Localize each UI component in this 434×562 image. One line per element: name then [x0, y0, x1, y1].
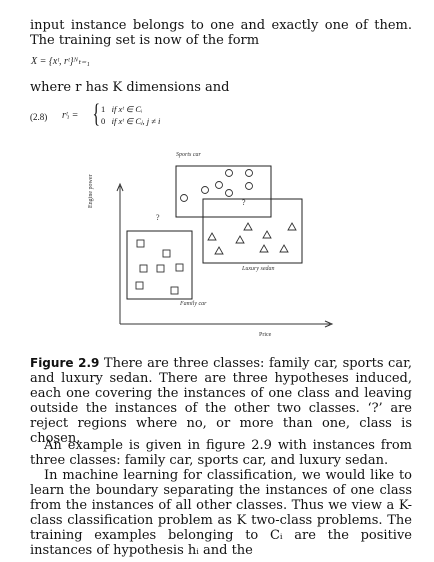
training-set-formula: X = {xᵗ, rᵗ}ᴺₜ₌₁	[31, 56, 90, 67]
luxury-sedan-point	[235, 235, 245, 244]
sports-car-point	[180, 194, 188, 202]
sports-car-point	[245, 182, 253, 190]
luxury-sedan-label: Luxury sedan	[242, 266, 275, 272]
family-car-point	[136, 239, 145, 248]
family-car-point	[139, 264, 148, 273]
family-car-point	[135, 281, 144, 290]
case2-condition: if xᵗ ∈ Cⱼ, j ≠ i	[111, 116, 161, 126]
caption-label: Figure 2.9	[30, 356, 100, 370]
family-car-point	[170, 286, 179, 295]
body-paragraph-1: An example is given in figure 2.9 with i…	[30, 438, 412, 468]
sports-car-point	[225, 169, 233, 177]
luxury-sedan-point	[279, 244, 289, 253]
x-axis-arrow	[324, 320, 334, 328]
luxury-sedan-point	[207, 232, 217, 241]
luxury-sedan-rectangle	[202, 198, 303, 264]
luxury-sedan-point	[214, 246, 224, 255]
axes	[116, 182, 334, 328]
equation-case-2: 0 if xᵗ ∈ Cⱼ, j ≠ i	[101, 116, 160, 127]
reject-region-mark: ?	[156, 213, 160, 222]
sports-car-instances	[180, 169, 253, 202]
luxury-sedan-point	[243, 222, 253, 231]
family-car-point	[156, 264, 165, 273]
case1-condition: if xᵗ ∈ Cᵢ	[111, 104, 143, 114]
case2-value: 0	[101, 116, 106, 126]
family-car-point	[162, 249, 171, 258]
family-car-rectangle	[126, 230, 193, 300]
sports-car-rectangle	[175, 165, 272, 218]
family-car-instances	[135, 239, 184, 295]
luxury-sedan-instances	[207, 222, 297, 255]
equation-lhs: rᵗᵢ =	[62, 110, 79, 121]
y-axis-label: Engine power	[88, 174, 94, 209]
sports-car-point	[201, 186, 209, 194]
figure-caption: Figure 2.9 There are three classes: fami…	[30, 356, 412, 446]
body-paragraph-2: In machine learning for classification, …	[30, 468, 412, 558]
sports-car-point	[225, 189, 233, 197]
caption-body: There are three classes: family car, spo…	[30, 356, 413, 446]
case1-value: 1	[101, 104, 106, 114]
sports-car-point	[245, 169, 253, 177]
luxury-sedan-point	[287, 222, 297, 231]
intro-paragraph: input instance belongs to one and exactl…	[30, 18, 412, 48]
equation-number: (2.8)	[30, 112, 48, 122]
reject-region-mark-overlap: ?	[242, 198, 246, 207]
sports-car-label: Sports car	[176, 152, 201, 158]
y-axis-arrow	[116, 182, 124, 192]
where-line: where r has K dimensions and	[30, 80, 230, 95]
luxury-sedan-point	[259, 244, 269, 253]
sports-car-point	[215, 181, 223, 189]
family-car-point	[175, 263, 184, 272]
family-car-label: Family car	[180, 301, 207, 307]
equation-case-1: 1 if xᵗ ∈ Cᵢ	[101, 104, 142, 115]
luxury-sedan-point	[262, 230, 272, 239]
equation-brace: {	[92, 99, 100, 128]
x-axis-label: Price	[259, 332, 272, 338]
